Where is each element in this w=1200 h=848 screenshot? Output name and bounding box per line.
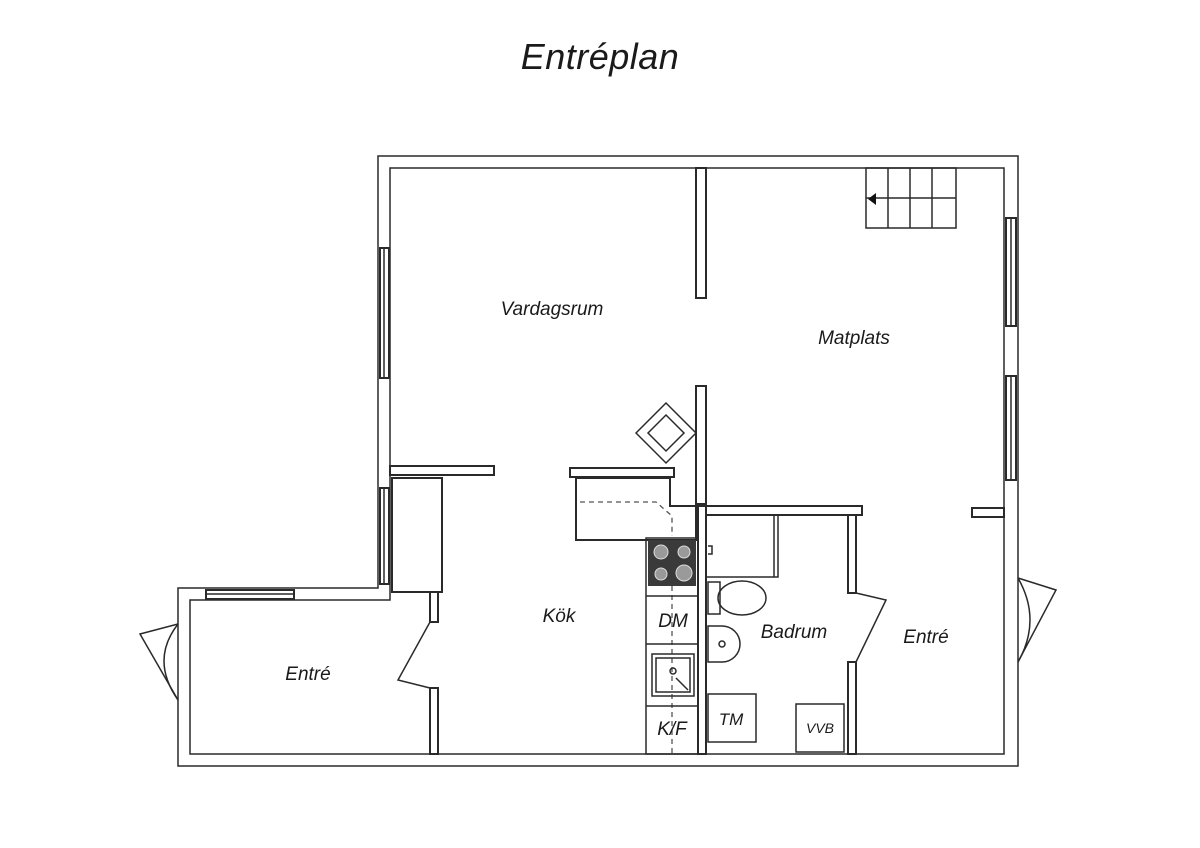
room-label-entre-right: Entré (903, 627, 948, 648)
fixture-label-kf: K/F (657, 719, 688, 740)
fixture-label-tm: TM (719, 710, 744, 729)
shower-icon (705, 514, 779, 578)
page-title: Entréplan (520, 36, 680, 77)
room-label-matplats: Matplats (818, 328, 890, 349)
room-label-entre-left: Entré (285, 664, 330, 685)
windows (205, 217, 1017, 600)
toilet-icon (707, 580, 767, 616)
fixture-label-vvb: VVB (806, 720, 834, 736)
fireplace (634, 401, 698, 465)
fixture-label-dm: DM (658, 611, 688, 632)
bathroom-fixtures (705, 514, 845, 753)
tm-box (707, 693, 757, 743)
vvb-box (795, 703, 845, 753)
sink-icon (651, 653, 695, 697)
counter-outline (580, 501, 673, 536)
interior-walls (389, 167, 1005, 755)
outer-walls (177, 155, 1019, 767)
room-label-vardagsrum: Vardagsrum (501, 299, 604, 320)
room-label-badrum: Badrum (761, 622, 828, 643)
room-label-kok: Kök (543, 606, 577, 627)
washbasin-icon (707, 625, 741, 663)
doors (138, 577, 1058, 701)
kitchen-units (645, 537, 699, 755)
stairs (865, 167, 957, 229)
